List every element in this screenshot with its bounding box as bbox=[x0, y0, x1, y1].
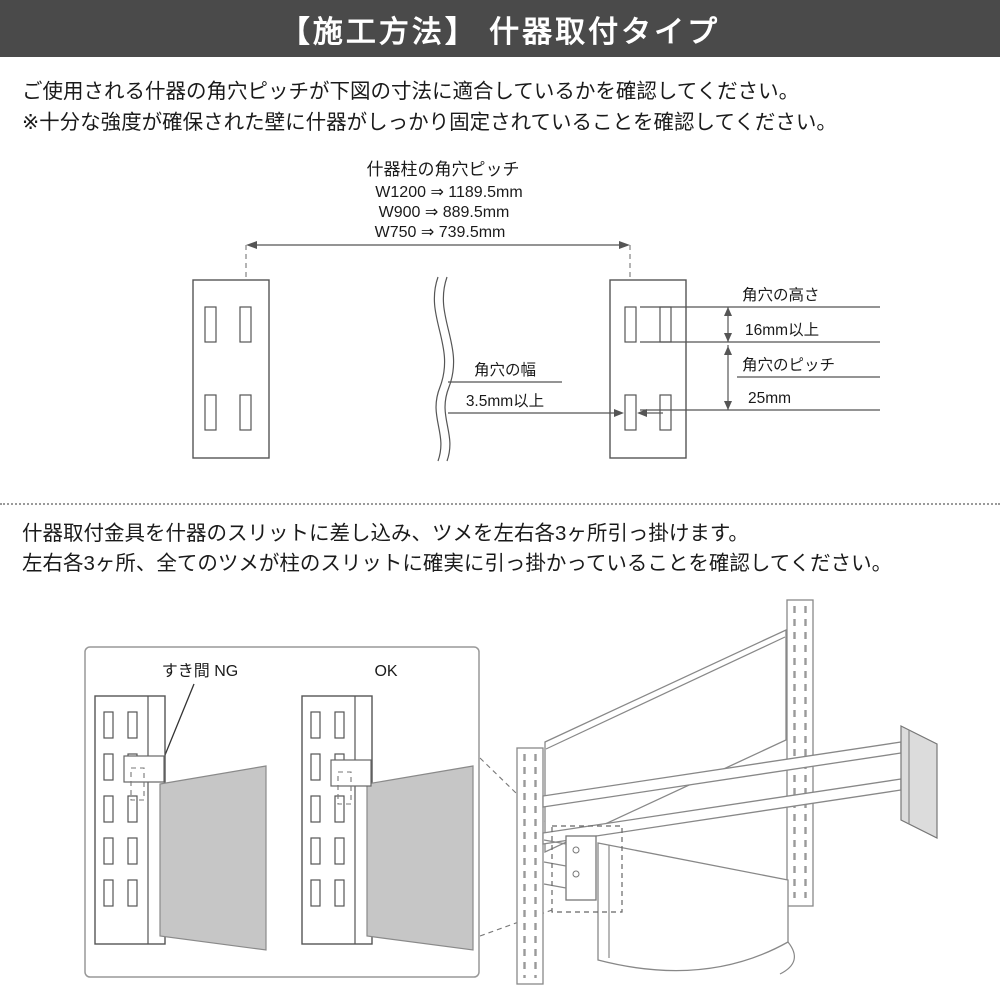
screw bbox=[572, 870, 580, 878]
slot-hole bbox=[103, 795, 114, 823]
hole-pitch-annotation: 角穴のピッチ 25mm bbox=[640, 344, 880, 411]
slot-hole bbox=[239, 305, 252, 343]
width-arrow-left bbox=[637, 408, 647, 417]
dimension-arrow-down bbox=[724, 400, 732, 410]
detail-box: すき間 NG OK bbox=[84, 646, 480, 978]
hole-width-label: 角穴の幅 bbox=[474, 361, 536, 379]
dimension-arrow-down bbox=[724, 332, 732, 342]
slot-hole bbox=[334, 711, 345, 739]
break-lines bbox=[433, 276, 455, 461]
side-bracket-body bbox=[900, 725, 938, 839]
screw bbox=[572, 846, 580, 854]
steps-text: 什器取付金具を什器のスリットに差し込み、ツメを左右各3ヶ所引っ掛けます。 左右各… bbox=[0, 519, 1000, 581]
left-upright-body bbox=[516, 747, 544, 985]
pitch-table: 什器柱の角穴ピッチ W1200 ⇒ 1189.5mm W900 ⇒ 889.5m… bbox=[367, 160, 523, 241]
slot-hole bbox=[127, 795, 138, 823]
slot-hole bbox=[103, 711, 114, 739]
mounting-diagram: すき間 NG OK bbox=[84, 599, 938, 985]
slot-hole bbox=[310, 753, 321, 781]
ng-post bbox=[94, 695, 166, 945]
focus-dashed-rect bbox=[551, 825, 623, 913]
slot-hole bbox=[310, 711, 321, 739]
pitch-row-w900: W900 ⇒ 889.5mm bbox=[379, 204, 510, 221]
right-upright bbox=[786, 599, 814, 907]
intro-line-1: ご使用される什器の角穴ピッチが下図の寸法に適合しているかを確認してください。 bbox=[22, 80, 800, 103]
hole-width-value: 3.5mm以上 bbox=[466, 392, 544, 410]
hole-height-label: 角穴の高さ bbox=[742, 286, 820, 304]
hook-tab bbox=[543, 839, 567, 845]
slot-hole bbox=[239, 393, 252, 431]
ng-panel bbox=[159, 765, 267, 951]
pitch-dimension-line bbox=[245, 240, 631, 379]
intro-text: ご使用される什器の角穴ピッチが下図の寸法に適合しているかを確認してください。 ※… bbox=[0, 77, 1000, 139]
hook-tab bbox=[543, 861, 567, 867]
dimension-arrow-up bbox=[724, 345, 732, 355]
ok-label: OK bbox=[374, 663, 397, 680]
mounting-bracket-plate bbox=[565, 835, 597, 901]
section-divider bbox=[0, 502, 1000, 505]
dimension-arrow-left bbox=[246, 240, 257, 249]
slot-hole bbox=[334, 879, 345, 907]
pitch-row-w750: W750 ⇒ 739.5mm bbox=[375, 224, 506, 241]
ok-panel bbox=[366, 765, 474, 951]
slot-hole bbox=[334, 795, 345, 823]
slot-hole bbox=[103, 753, 114, 781]
ng-label: すき間 NG bbox=[162, 662, 238, 680]
break-line bbox=[442, 276, 455, 461]
ok-post bbox=[301, 695, 373, 945]
steps-line-1: 什器取付金具を什器のスリットに差し込み、ツメを左右各3ヶ所引っ掛けます。 bbox=[22, 521, 749, 545]
right-post bbox=[609, 278, 687, 459]
slot-hole bbox=[310, 795, 321, 823]
slot-hole bbox=[334, 837, 345, 865]
hole-height-annotation: 角穴の高さ 16mm以上 bbox=[640, 286, 880, 343]
front-panel-curl bbox=[779, 941, 795, 975]
pitch-row-w1200: W1200 ⇒ 1189.5mm bbox=[375, 184, 522, 201]
dimension-arrow-right bbox=[619, 240, 630, 249]
side-bracket bbox=[900, 725, 938, 839]
right-post-body bbox=[609, 278, 687, 459]
slot-hole bbox=[103, 837, 114, 865]
pitch-diagram: 什器柱の角穴ピッチ W1200 ⇒ 1189.5mm W900 ⇒ 889.5m… bbox=[192, 160, 880, 461]
slot-hole bbox=[310, 837, 321, 865]
ok-hook-hidden bbox=[337, 771, 352, 805]
left-post bbox=[192, 278, 270, 459]
ng-hook-hidden bbox=[130, 767, 145, 801]
break-line bbox=[433, 276, 446, 461]
slot-hole bbox=[204, 305, 217, 343]
hook-tab bbox=[543, 883, 567, 889]
isometric-drawing bbox=[516, 599, 938, 985]
hole-width-annotation: 角穴の幅 3.5mm以上 bbox=[448, 361, 663, 417]
mounting-bracket bbox=[543, 825, 623, 913]
slot-hole bbox=[127, 879, 138, 907]
back-panel-edge bbox=[545, 636, 786, 750]
diagram-title: 什器柱の角穴ピッチ bbox=[367, 160, 520, 179]
intro-line-2: ※十分な強度が確保された壁に什器がしっかり固定されていることを確認してください。 bbox=[22, 110, 837, 134]
slot-hole bbox=[127, 837, 138, 865]
slot-hole bbox=[659, 305, 672, 343]
slot-hole bbox=[103, 879, 114, 907]
dimension-arrow-up bbox=[724, 306, 732, 316]
slot-hole bbox=[624, 393, 637, 431]
steps-line-2: 左右各3ヶ所、全てのツメが柱のスリットに確実に引っ掛かっていることを確認してくだ… bbox=[22, 552, 893, 576]
slot-hole bbox=[127, 711, 138, 739]
front-panel bbox=[597, 842, 795, 975]
hole-pitch-label: 角穴のピッチ bbox=[742, 356, 835, 374]
front-panel-body bbox=[597, 842, 789, 972]
width-arrow-right bbox=[614, 408, 624, 417]
left-upright bbox=[516, 747, 544, 985]
slot-hole bbox=[624, 305, 637, 343]
page-title: 【施工方法】 什器取付タイプ bbox=[0, 0, 1000, 57]
hole-height-value: 16mm以上 bbox=[745, 321, 819, 339]
slot-hole bbox=[204, 393, 217, 431]
right-upright-body bbox=[786, 599, 814, 907]
left-post-body bbox=[192, 278, 270, 459]
hole-pitch-value: 25mm bbox=[748, 390, 791, 407]
slot-hole bbox=[310, 879, 321, 907]
